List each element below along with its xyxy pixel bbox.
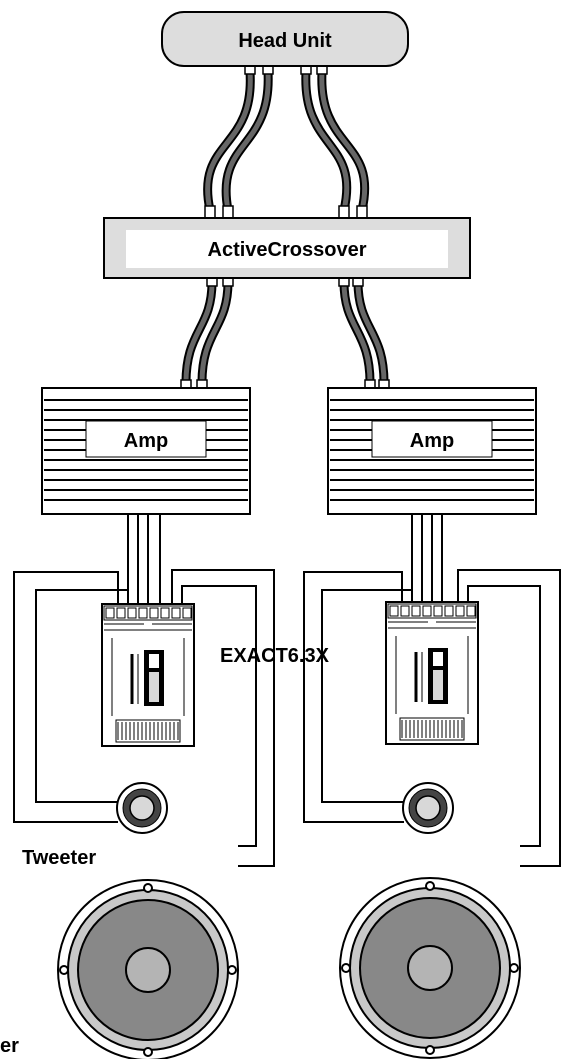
tweeter-label: Tweeter xyxy=(22,847,96,869)
amp-left-label: Amp xyxy=(124,430,168,452)
woofer-left xyxy=(57,879,239,1059)
crossover-model-label: EXACT6.3X xyxy=(220,645,330,667)
head-to-crossover-cables xyxy=(203,61,370,219)
amp-right-label: Amp xyxy=(410,430,454,452)
woofer-label-partial: er xyxy=(0,1035,19,1057)
right-speaker-wiring xyxy=(303,514,561,867)
active-crossover-label: ActiveCrossover xyxy=(208,239,367,261)
left-speaker-wiring xyxy=(13,514,275,867)
crossover-to-amp-cables xyxy=(180,275,390,391)
head-unit-label: Head Unit xyxy=(238,30,332,52)
amp-left: Amp xyxy=(41,387,251,515)
tweeter-left xyxy=(116,782,168,834)
active-crossover: ActiveCrossover xyxy=(103,217,471,279)
tweeter-right xyxy=(402,782,454,834)
woofer-right xyxy=(339,877,521,1059)
passive-crossover-left xyxy=(100,602,196,748)
amp-right: Amp xyxy=(327,387,537,515)
passive-crossover-right xyxy=(384,600,480,746)
head-unit: Head Unit xyxy=(161,11,409,67)
